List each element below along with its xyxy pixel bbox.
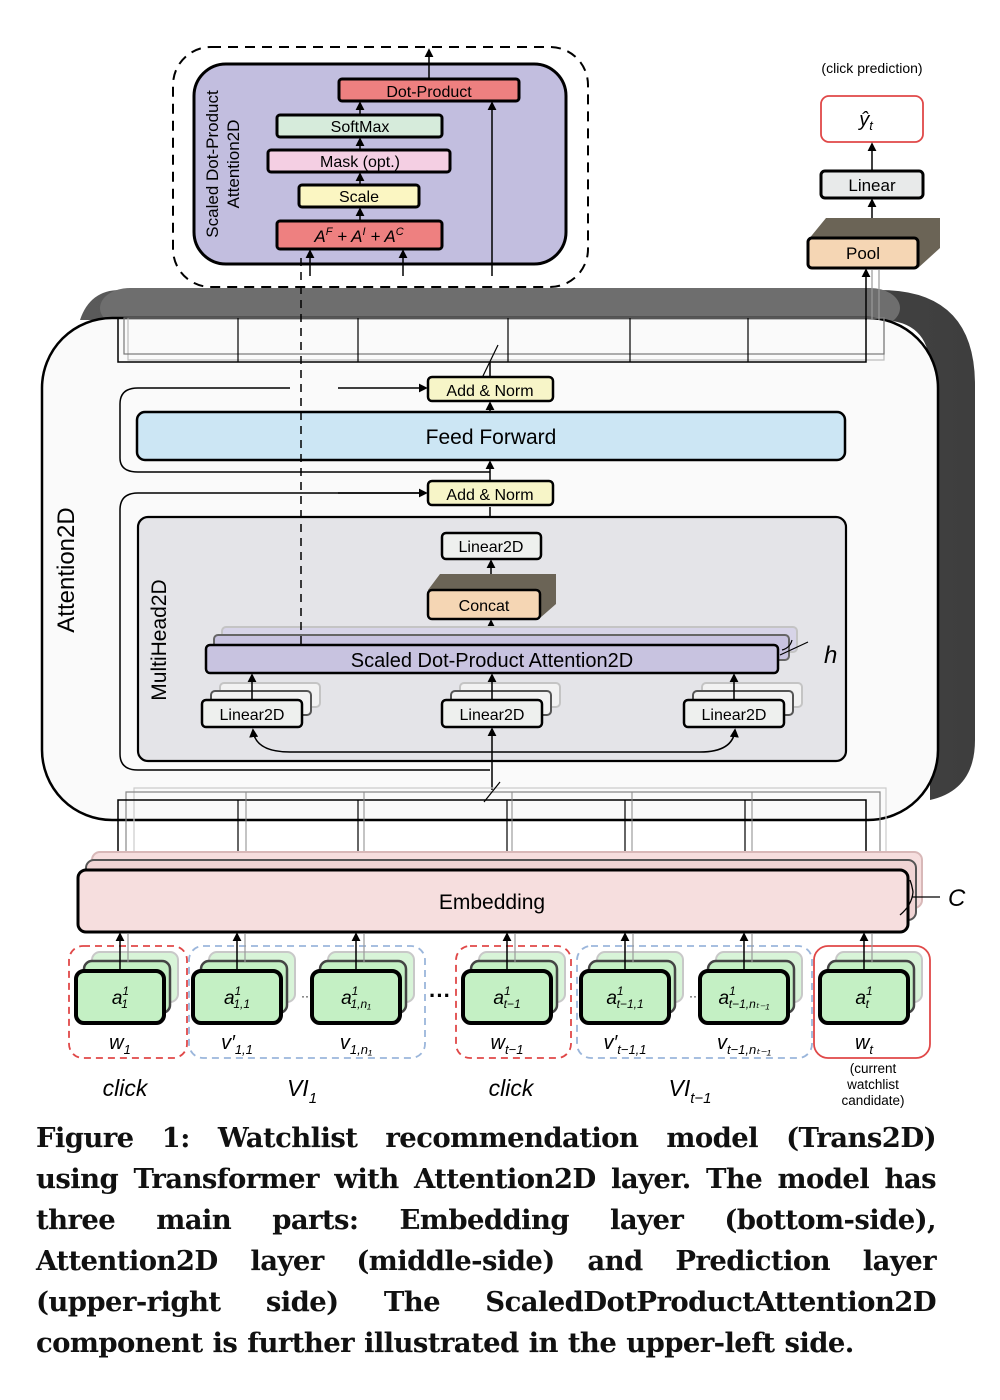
multihead2d-label: MultiHead2D	[148, 579, 171, 700]
sdpa-inset-title-line2: Attention2D	[224, 120, 243, 209]
concat-block: Concat	[426, 574, 556, 621]
linear2d-output: Linear2D	[440, 531, 543, 561]
svg-text:Scale: Scale	[339, 189, 379, 206]
candidate-note: candidate)	[841, 1093, 904, 1108]
svg-text:Linear2D: Linear2D	[702, 707, 767, 724]
sdpa-inset-title-line1: Scaled Dot-Product	[203, 90, 222, 238]
attention-sum-block: AF + AI + AC	[275, 219, 444, 251]
linear2d-input-left: Linear2D	[200, 682, 321, 729]
group-label: click	[489, 1075, 535, 1101]
svg-text:Dot-Product: Dot-Product	[386, 84, 472, 101]
attention2d-label: Attention2D	[53, 507, 80, 632]
group-label: click	[103, 1075, 149, 1101]
top-connector-lines	[117, 317, 885, 379]
channels-symbol: C	[948, 885, 966, 912]
click-prediction-caption: (click prediction)	[821, 60, 922, 76]
candidate-note: (current	[850, 1061, 897, 1076]
linear2d-input-right: Linear2D	[682, 682, 803, 729]
svg-text:Feed Forward: Feed Forward	[426, 426, 557, 449]
input-fanout-arc	[249, 728, 492, 753]
skip-connection-mha	[119, 492, 490, 771]
ellipsis-big: ···	[429, 983, 451, 1008]
ellipsis-small: ···	[689, 989, 701, 1003]
pool-block: Pool	[806, 218, 940, 270]
token-source-label: wt−1	[491, 1032, 524, 1057]
feed-forward-block: Feed Forward	[135, 410, 847, 462]
svg-text:ŷt: ŷt	[857, 109, 874, 133]
token-source-label: v1,n₁	[340, 1032, 372, 1057]
svg-text:Linear2D: Linear2D	[460, 707, 525, 724]
sdpa-heads-stack: Scaled Dot-Product Attention2D h	[204, 626, 837, 675]
ellipsis-small: ···	[301, 989, 313, 1003]
token-source-label: v′t−1,1	[603, 1032, 646, 1057]
svg-text:Pool: Pool	[846, 244, 880, 263]
group-label: VIt−1	[668, 1075, 711, 1107]
svg-text:Concat: Concat	[459, 598, 510, 615]
token-source-label: w1	[109, 1032, 131, 1057]
prediction-layer: (click prediction) ŷt Linear Pool	[806, 60, 940, 320]
click-group-2	[455, 945, 572, 1059]
sdpa-label: Scaled Dot-Product Attention2D	[351, 650, 633, 672]
vi-group-2	[576, 945, 813, 1059]
token-source-label: v′1,1	[221, 1032, 253, 1057]
svg-text:Linear: Linear	[848, 176, 896, 195]
embedding-layer: Embedding C	[76, 851, 966, 934]
heads-symbol: h	[824, 642, 837, 669]
trans2d-architecture-diagram: Attention2D Add & Norm Feed Forward Add …	[40, 46, 975, 1108]
multihead2d-block: MultiHead2D Linear2D Concat Scaled Dot-P…	[136, 515, 848, 790]
svg-text:Linear2D: Linear2D	[459, 539, 524, 556]
svg-text:Add & Norm: Add & Norm	[446, 487, 533, 504]
svg-text:SoftMax: SoftMax	[331, 119, 390, 136]
embedding-label: Embedding	[439, 891, 545, 914]
sdpa-inset: Scaled Dot-Product Attention2D Dot-Produ…	[172, 46, 589, 288]
token-source-label: vt−1,nₜ₋₁	[717, 1032, 771, 1057]
mask-block: Mask (opt.)	[266, 148, 452, 174]
svg-text:Add & Norm: Add & Norm	[446, 383, 533, 400]
scale-block: Scale	[297, 183, 421, 209]
embedding-connector-lines	[117, 781, 887, 870]
add-norm-top: Add & Norm	[426, 375, 555, 403]
attention-sum-formula: AF + AI + AC	[313, 226, 403, 246]
softmax-block: SoftMax	[275, 113, 444, 139]
figure-caption: Figure 1: Watchlist recommendation model…	[36, 1122, 937, 1359]
dot-product-block: Dot-Product	[337, 77, 521, 103]
output-y-hat: ŷt	[820, 95, 924, 143]
sdpa-inset-dashed-border	[172, 46, 589, 288]
svg-text:Mask (opt.): Mask (opt.)	[320, 154, 400, 171]
linear2d-input-center: Linear2D	[440, 682, 561, 729]
group-label: VI1	[287, 1075, 317, 1107]
linear-block: Linear	[819, 169, 925, 200]
token-source-label: wt	[855, 1032, 874, 1057]
candidate-note: watchlist	[846, 1077, 899, 1092]
skip-connection-ffn	[119, 387, 490, 473]
add-norm-bottom: Add & Norm	[426, 479, 555, 507]
svg-text:Linear2D: Linear2D	[220, 707, 285, 724]
